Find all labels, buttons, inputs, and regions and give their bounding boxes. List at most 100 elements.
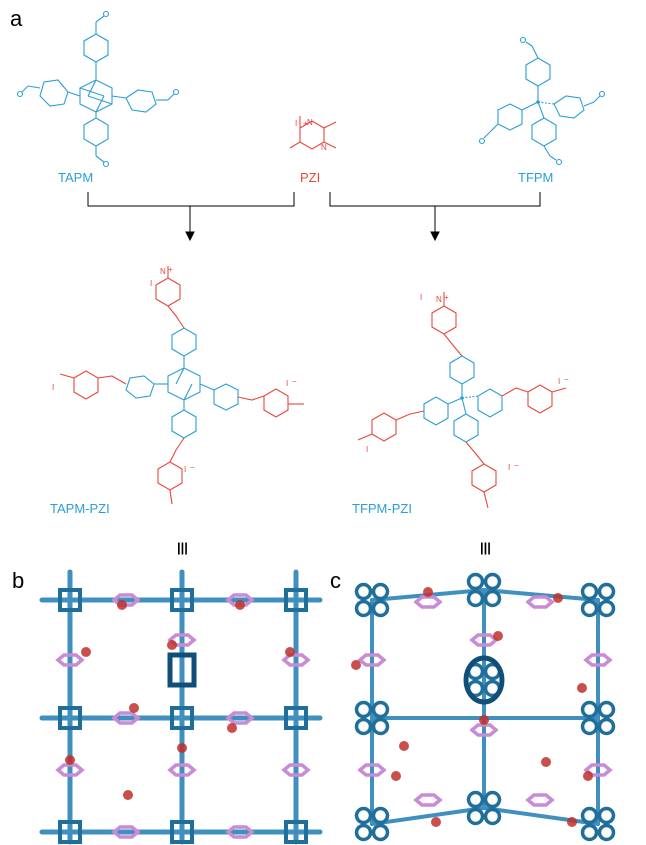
crystal-b-linker [167,763,197,777]
crystal-c-linker [525,595,555,609]
crystal-c-phenyl [580,823,599,842]
crystal-b-iodide [129,703,139,713]
crystal-b-center-node [167,652,197,688]
crystal-c-phenyl [354,599,373,618]
crystal-c-bond [482,806,600,826]
crystal-b-iodide [227,723,237,733]
tapm-pzi-top-i-atom: I [150,279,152,288]
tapm-pzi-bottom-i-atom: I [184,465,186,474]
crystal-c-phenyl [597,806,616,825]
crystal-c-phenyl [483,589,502,608]
tapm-pzi-label: TAPM-PZI [50,501,110,516]
crystal-c-phenyl [483,790,502,809]
crystal-c-linker [525,793,555,807]
tapm-pzi-bottom-minus: − [190,463,195,472]
crystal-c-phenyl [483,572,502,591]
crystal-b-linker [111,711,141,725]
crystal-c-iodide [583,771,593,781]
tfpm-pzi-left-i-atom: I [366,445,368,454]
crystal-b-iodide [285,647,295,657]
crystal-b-node [170,706,194,730]
crystal-c-phenyl [597,599,616,618]
crystal-c-linker [413,595,443,609]
pzi-n2-atom: N [321,143,327,152]
crystal-c-phenyl [371,599,390,618]
crystal-b-iodide [81,647,91,657]
crystal-c-phenyl [354,582,373,601]
crystal-b-linker [55,653,85,667]
pzi-i-atom: I [295,119,297,128]
crystal-c-phenyl [371,717,390,736]
tapm-pzi-left-i-atom: I [52,383,54,392]
crystal-c-linker [357,763,387,777]
crystal-c-phenyl [597,700,616,719]
tapm-pzi-molecule [59,266,304,505]
tfpm-pzi-right-minus: − [564,375,569,384]
crystal-c-phenyl [371,700,390,719]
crystal-c-iodide [493,631,503,641]
crystal-b-node [58,820,82,844]
crystal-c-iodide [541,757,551,767]
crystal-b-iodide [177,743,187,753]
tapm-molecule [16,10,180,168]
crystal-c-linker [469,723,499,737]
crystal-structure-c [351,572,616,842]
tfpm-pzi-right-i-atom: I [558,377,560,386]
reaction-connectors [87,192,541,242]
tfpm-pzi-top-plus: + [444,293,449,302]
tfpm-pzi-top-n-atom: N [436,295,442,304]
crystal-b-iodide [123,790,133,800]
tapm-label: TAPM [58,170,93,185]
equiv-mark-right: ||| [480,540,491,555]
crystal-c-phenyl [483,807,502,826]
crystal-c-iodide [567,817,577,827]
tapm-pzi-right-minus: − [292,377,297,386]
crystal-c-phenyl [371,582,390,601]
crystal-b-iodide [117,600,127,610]
crystal-b-node [284,820,308,844]
crystal-c-phenyl [597,717,616,736]
tfpm-molecule [478,36,606,166]
panel-label-b: b [12,568,24,593]
crystal-b-linker [111,825,141,839]
crystal-c-phenyl [371,823,390,842]
crystal-b-linker [225,711,255,725]
crystal-c-phenyl [580,717,599,736]
crystal-c-iodide [479,715,489,725]
crystal-c-iodide [351,660,361,670]
crystal-c-iodide [577,683,587,693]
panel-label-a: a [10,6,23,31]
crystal-c-iodide [423,587,433,597]
crystal-structure-b [39,569,323,845]
crystal-b-iodide [65,755,75,765]
crystal-c-phenyl [597,582,616,601]
crystal-b-node [58,588,82,612]
crystal-c-bond [482,588,600,602]
crystal-c-iodide [553,593,563,603]
crystal-c-phenyl [354,700,373,719]
tfpm-label: TFPM [518,170,553,185]
crystal-c-phenyl [466,572,485,591]
crystal-c-iodide [391,771,401,781]
crystal-c-phenyl [354,806,373,825]
crystal-c-center-node [463,655,505,705]
crystal-b-node [284,588,308,612]
crystal-c-phenyl [580,806,599,825]
tfpm-pzi-top-i-atom: I [420,293,422,302]
crystal-b-linker [55,763,85,777]
crystal-c-linker [583,653,613,667]
crystal-c-linker [413,793,443,807]
pzi-n1-atom: N [307,118,313,127]
pzi-plus: + [303,119,308,128]
crystal-c-phenyl [466,790,485,809]
tapm-pzi-top-plus: + [168,265,173,274]
crystal-b-node [170,588,194,612]
pzi-molecule [289,116,337,150]
crystal-c-phenyl [580,700,599,719]
crystal-b-linker [225,593,255,607]
panel-label-c: c [330,568,341,593]
crystal-c-iodide [431,817,441,827]
crystal-b-node [170,820,194,844]
crystal-b-node [284,706,308,730]
crystal-c-bond [370,806,486,826]
